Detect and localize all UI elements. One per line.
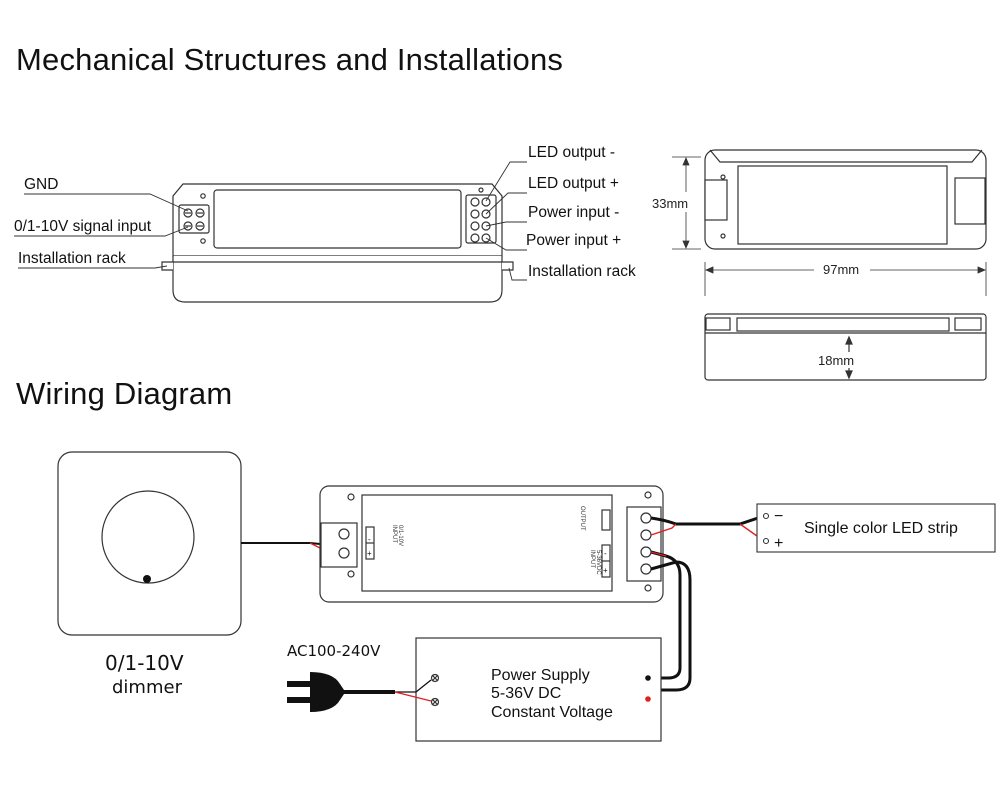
- ctrl-input-label: INPUT: [391, 525, 397, 543]
- ps-line2: 5-36V DC: [491, 685, 561, 702]
- ps-line1: Power Supply: [491, 667, 590, 684]
- device-side-view: [704, 313, 987, 381]
- wiring-title: Wiring Diagram: [16, 376, 233, 411]
- label-installation-rack-right: Installation rack: [528, 263, 636, 280]
- mechanical-title: Mechanical Structures and Installations: [16, 42, 564, 77]
- dimmer-label-name: dimmer: [112, 677, 183, 698]
- ac-plug-icon: [287, 672, 395, 712]
- device-top-view: [704, 149, 987, 250]
- led-wires: [650, 514, 765, 542]
- controller-box: [319, 485, 664, 603]
- dim-depth: 18mm: [818, 353, 854, 368]
- led-strip-plus: +: [774, 535, 783, 552]
- dimmer-panel: [57, 451, 242, 636]
- led-strip: [756, 503, 996, 553]
- left-leaders: [14, 193, 189, 269]
- led-strip-label: Single color LED strip: [804, 520, 958, 537]
- dim-length: 97mm: [823, 262, 859, 277]
- dimmer-knob-dot: [143, 575, 151, 583]
- label-gnd: GND: [24, 176, 58, 193]
- dimmer-label-voltage: 0/1-10V: [105, 651, 184, 675]
- label-led-output-plus: LED output +: [528, 175, 619, 192]
- ac-wires: [394, 679, 432, 702]
- ctrl-output-label: OUTPUT: [579, 506, 585, 531]
- label-installation-rack-left: Installation rack: [18, 250, 126, 267]
- label-led-output-minus: LED output -: [528, 144, 615, 161]
- label-power-input-minus: Power input -: [528, 204, 619, 221]
- ctrl-input-plus: +: [367, 549, 372, 558]
- ctrl-power-plus: +: [603, 566, 608, 575]
- label-signal-input: 0/1-10V signal input: [14, 218, 152, 235]
- dim-height: 33mm: [652, 196, 688, 211]
- label-power-input-plus: Power input +: [526, 232, 621, 249]
- device-3d-view: [161, 183, 514, 303]
- dimmer-wires: [241, 542, 327, 552]
- ctrl-input-sub: 0/1-10V: [397, 525, 403, 546]
- ctrl-power-minus: -: [604, 549, 607, 558]
- dimension-lines: [672, 156, 987, 296]
- ctrl-power-label: INPUT: [589, 550, 595, 568]
- ac-voltage-label: AC100-240V: [287, 642, 381, 660]
- right-leaders: [485, 161, 527, 281]
- power-supply-box: [415, 637, 662, 742]
- ctrl-input-minus: -: [368, 535, 371, 544]
- led-strip-minus: −: [774, 508, 783, 525]
- ctrl-power-sub: 5-36VDC: [595, 550, 601, 575]
- ps-line3: Constant Voltage: [491, 704, 613, 721]
